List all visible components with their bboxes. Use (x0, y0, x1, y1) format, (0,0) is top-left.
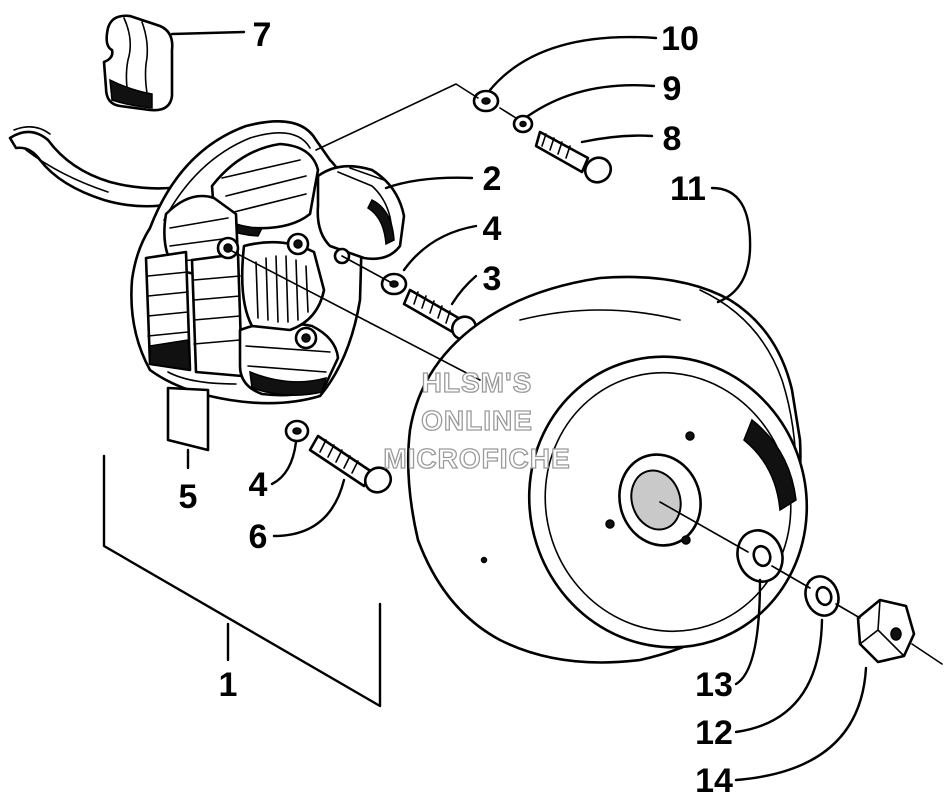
part-6-screw (308, 434, 393, 494)
callout-7: 7 (253, 16, 272, 54)
callout-labels: 1 2 3 4 4 5 6 7 8 9 10 11 12 13 14 (179, 16, 733, 800)
watermark: HLSM'S ONLINE MICROFICHE (383, 366, 571, 474)
callout-1: 1 (219, 666, 238, 704)
part-10-washer (472, 89, 500, 113)
callout-5: 5 (179, 478, 198, 516)
leader-lines (102, 30, 868, 782)
callout-2: 2 (483, 160, 502, 198)
callout-10: 10 (661, 20, 699, 58)
callout-4-lower: 4 (249, 466, 268, 504)
part-13-flat-washer (736, 529, 784, 583)
callout-13: 13 (695, 666, 733, 704)
callout-11: 11 (670, 170, 706, 208)
watermark-line-3: MICROFICHE (383, 443, 570, 474)
part-1-stator-assembly (130, 120, 406, 452)
callout-6: 6 (249, 518, 268, 556)
part-8-bolt (534, 130, 613, 184)
callout-8: 8 (663, 120, 682, 158)
callout-12: 12 (695, 714, 733, 752)
part-14-nut (856, 598, 916, 664)
assembly-lines (229, 83, 943, 665)
part-7-grommet (102, 14, 174, 112)
callout-3: 3 (483, 260, 502, 298)
part-4-washer-lower (284, 419, 310, 443)
wire-harness (8, 126, 174, 208)
callout-9: 9 (663, 70, 682, 108)
watermark-line-2: ONLINE (421, 405, 533, 436)
part-9-lockwasher (512, 114, 534, 134)
part-4-washer-upper (380, 272, 408, 296)
watermark-line-1: HLSM'S (422, 367, 533, 398)
callout-4-upper: 4 (483, 210, 502, 248)
callout-14: 14 (695, 762, 733, 800)
part-11-flywheel (406, 275, 809, 664)
part-12-lock-washer (804, 575, 840, 617)
